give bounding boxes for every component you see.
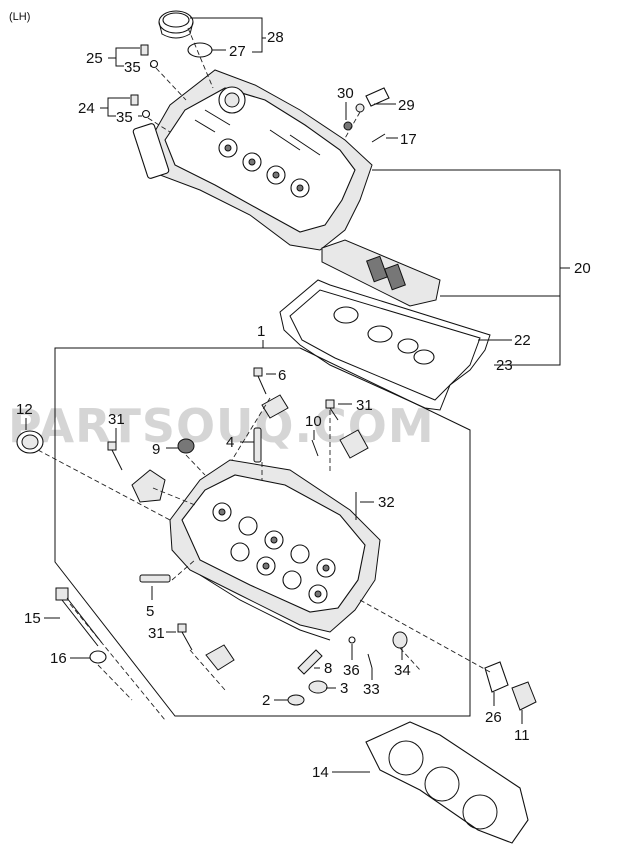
cover-bolt-lower <box>130 94 151 119</box>
filler-cap-gasket <box>187 42 213 58</box>
washer-16 <box>89 650 107 664</box>
callout-12: 12 <box>16 401 33 418</box>
cover-bolt-upper <box>140 44 159 69</box>
callout-36: 36 <box>343 662 360 679</box>
pcv-valve <box>355 87 390 113</box>
bolt-15 <box>55 587 103 647</box>
callout-17: 17 <box>400 131 417 148</box>
cap-bolt-6 <box>253 367 267 395</box>
callout-32: 32 <box>378 494 395 511</box>
callout-23: 23 <box>496 357 513 374</box>
callout-22: 22 <box>514 332 531 349</box>
callout-15: 15 <box>24 610 41 627</box>
callout-31-left: 31 <box>108 411 125 428</box>
cam-cap-upper <box>261 394 289 419</box>
dowel-pin-4 <box>253 427 262 463</box>
cam-cap-lower <box>205 644 235 671</box>
callout-14: 14 <box>312 764 329 781</box>
pin-36 <box>348 636 356 644</box>
callout-20: 20 <box>574 260 591 277</box>
assembly-boundary-lines <box>54 347 471 717</box>
callout-10: 10 <box>305 413 322 430</box>
ignition-coil-module <box>321 239 441 307</box>
oil-filler-cap <box>158 10 194 39</box>
cover-11 <box>511 681 537 711</box>
callout-16: 16 <box>50 650 67 667</box>
callout-1: 1 <box>257 323 265 340</box>
bolt-31-lower <box>177 623 193 651</box>
callout-5: 5 <box>146 603 154 620</box>
cam-cap-right <box>339 429 369 459</box>
callout-3: 3 <box>340 680 348 697</box>
seal-9 <box>177 438 195 454</box>
bolt-31-right <box>325 399 339 421</box>
bolt-33 <box>367 653 373 669</box>
callout-29: 29 <box>398 97 415 114</box>
valve-8 <box>297 649 323 675</box>
callout-8: 8 <box>324 660 332 677</box>
callout-35-lower: 35 <box>116 109 133 126</box>
gasket-26 <box>484 661 509 693</box>
leader-lines <box>25 17 570 773</box>
callout-33: 33 <box>363 681 380 698</box>
assembly-dash-lines <box>37 27 491 721</box>
cam-seal-12 <box>16 430 44 454</box>
callout-6: 6 <box>278 367 286 384</box>
callout-27: 27 <box>229 43 246 60</box>
callout-11: 11 <box>514 727 530 744</box>
dowel-5 <box>139 574 171 583</box>
cylinder-head <box>169 459 381 641</box>
callout-2: 2 <box>262 692 270 709</box>
plug-2 <box>287 694 305 706</box>
plug-3 <box>308 680 328 694</box>
callout-25: 25 <box>86 50 103 67</box>
seal-34 <box>392 631 408 649</box>
callout-28: 28 <box>267 29 284 46</box>
callout-31-right: 31 <box>356 397 373 414</box>
head-gasket <box>365 721 529 844</box>
callout-9: 9 <box>152 441 160 458</box>
callout-26: 26 <box>485 709 502 726</box>
valve-cover <box>132 69 373 251</box>
callout-35-top: 35 <box>124 59 141 76</box>
cover-stud <box>371 133 386 143</box>
callout-24: 24 <box>78 100 95 117</box>
callout-34: 34 <box>394 662 411 679</box>
callout-31-lower: 31 <box>148 625 165 642</box>
callout-30: 30 <box>337 85 354 102</box>
bolt-31-left <box>107 441 123 471</box>
variant-label: (LH) <box>9 11 30 23</box>
callout-4: 4 <box>226 434 234 451</box>
valve-cover-gasket <box>279 279 491 411</box>
cam-cap-left <box>131 469 166 503</box>
oil-jet-10 <box>311 439 319 457</box>
callout-labels: 28 27 25 35 24 35 30 29 17 20 22 23 1 6 … <box>16 29 591 781</box>
